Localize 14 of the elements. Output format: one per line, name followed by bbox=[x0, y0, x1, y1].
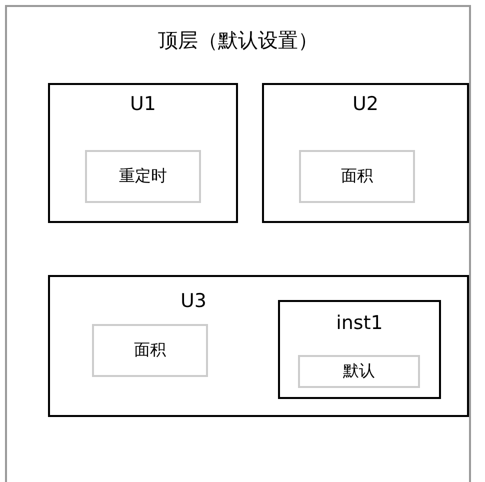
box-label: U2 bbox=[352, 93, 380, 115]
module-box bbox=[48, 83, 238, 223]
setting-box: 默认 bbox=[298, 355, 420, 388]
setting-box: 面积 bbox=[92, 324, 208, 377]
box-label: U1 bbox=[129, 93, 157, 115]
title: 顶层（默认设置） bbox=[157, 27, 319, 54]
module-box bbox=[48, 275, 469, 417]
box-label: U3 bbox=[180, 290, 208, 312]
setting-box: 重定时 bbox=[85, 150, 201, 203]
instance-box bbox=[278, 300, 441, 399]
setting-box: 面积 bbox=[299, 150, 415, 203]
top-level-box bbox=[5, 5, 471, 482]
module-box bbox=[262, 83, 469, 223]
box-label: inst1 bbox=[335, 312, 384, 334]
